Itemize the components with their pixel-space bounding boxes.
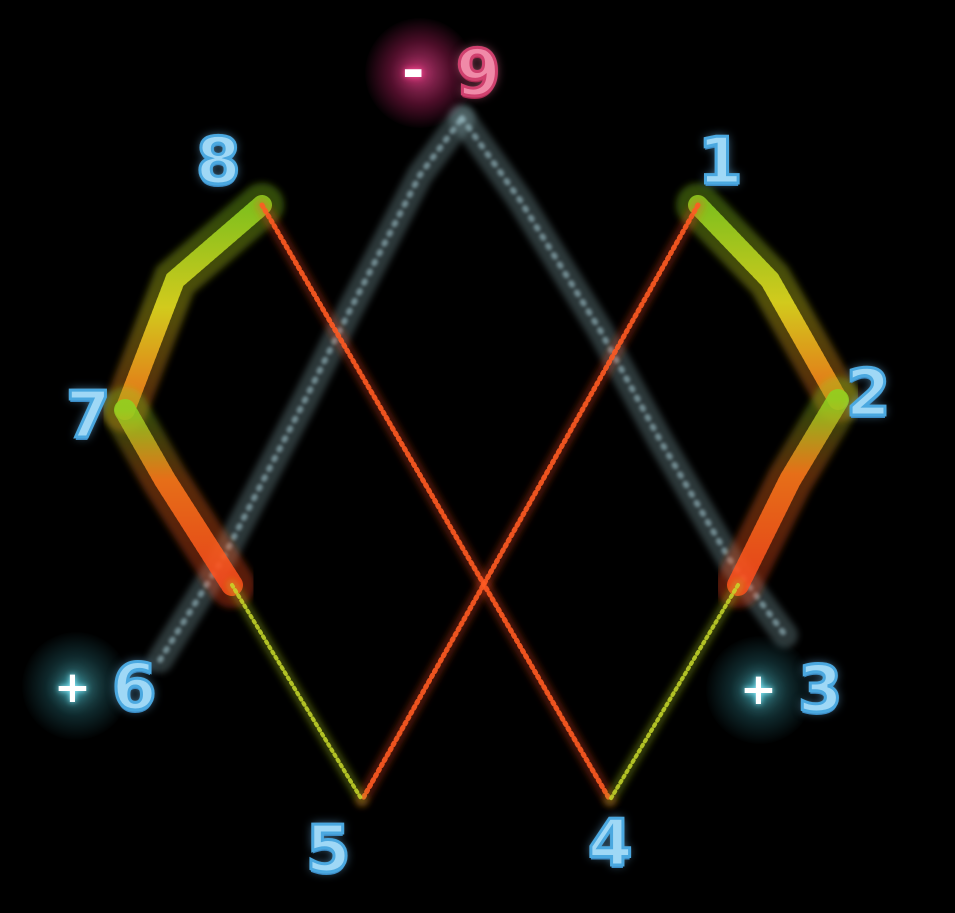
bonus-glow-3 <box>706 636 814 744</box>
minus-icon: - <box>402 39 425 102</box>
node-label-3[interactable]: 3 <box>797 653 845 727</box>
node-label-4[interactable]: 4 <box>587 807 635 881</box>
node-label-2[interactable]: 2 <box>845 357 893 431</box>
right-band <box>676 183 861 608</box>
node-label-6[interactable]: 6 <box>111 651 159 725</box>
node-label-9[interactable]: 9 <box>455 37 503 111</box>
cross-trails <box>255 198 705 807</box>
node-label-1[interactable]: 1 <box>697 125 745 199</box>
plus-icon: + <box>740 664 777 715</box>
bonus-glow-6 <box>22 632 130 740</box>
node-label-8[interactable]: 8 <box>195 125 243 199</box>
penalty-glow <box>365 18 475 128</box>
node-label-5[interactable]: 5 <box>305 813 353 887</box>
left-band <box>102 183 284 608</box>
plus-icon: + <box>54 662 91 713</box>
lower-arms <box>226 579 744 806</box>
node-label-7[interactable]: 7 <box>65 379 113 453</box>
